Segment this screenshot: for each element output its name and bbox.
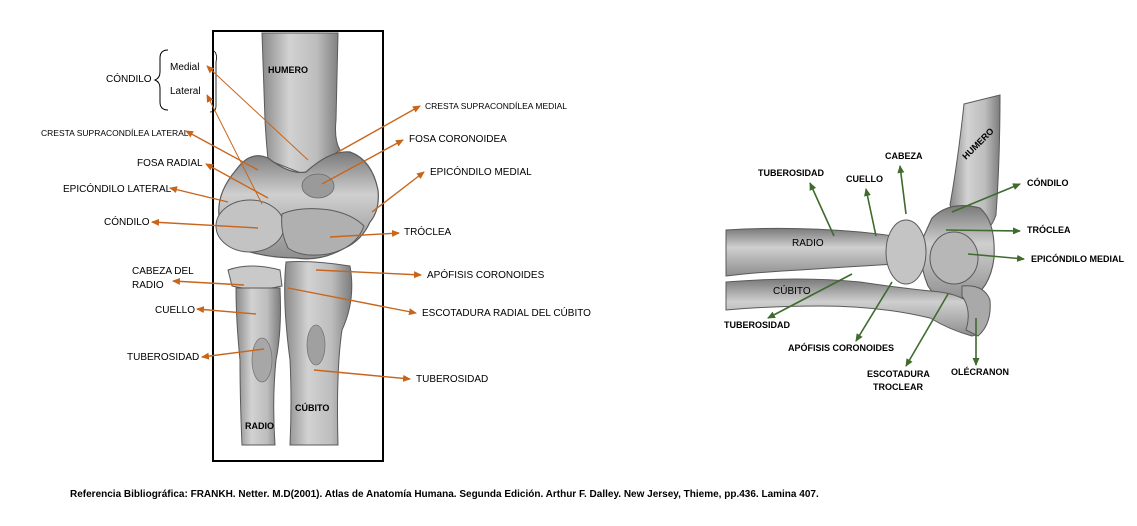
- label-epicondilo-medial-left: EPICÓNDILO MEDIAL: [430, 165, 532, 178]
- label-epicondilo-lateral: EPICÓNDILO LATERAL: [63, 182, 172, 195]
- label-tuberosidad-top-right: TUBEROSIDAD: [758, 168, 825, 178]
- label-tuberosidad-cubito: TUBEROSIDAD: [416, 374, 488, 385]
- arrow-escotadura-radial: [287, 287, 417, 316]
- label-cuello-right: CUELLO: [846, 174, 883, 184]
- arrow-epicondilo-medial-right: [967, 253, 1025, 262]
- arrow-troclea-left: [329, 229, 400, 238]
- arrow-apofisis-coronoides-left: [315, 269, 422, 279]
- label-condilo-group: CÓNDILO: [106, 72, 152, 85]
- label-condilo-left: CÓNDILO: [104, 215, 150, 228]
- arrow-cresta-supra-medial: [337, 105, 421, 153]
- arrow-apofisis-coronoides-right: [855, 281, 893, 342]
- label-epicondilo-medial-right: EPICÓNDILO MEDIAL: [1031, 253, 1125, 264]
- label-fosa-radial: FOSA RADIAL: [137, 158, 203, 169]
- label-cabeza-radio-2: RADIO: [132, 280, 164, 291]
- arrow-cuello-left: [196, 306, 257, 315]
- label-cabeza-radio-1: CABEZA DEL: [132, 266, 194, 277]
- label-apofisis-coronoides-right: APÓFISIS CORONOIDES: [788, 342, 894, 353]
- label-cubito-left: CÚBITO: [295, 402, 329, 413]
- arrow-troclea-right: [945, 227, 1021, 235]
- arrow-tuberosidad-radio: [201, 348, 265, 360]
- label-tuberosidad-radio: TUBEROSIDAD: [127, 352, 199, 363]
- label-radio-right: RADIO: [792, 238, 824, 249]
- condilo-brace: [153, 49, 169, 111]
- arrow-cresta-supra-lateral: [185, 130, 259, 171]
- arrow-escotadura-troclear: [905, 293, 949, 367]
- arrow-cabeza-radio: [172, 277, 245, 286]
- arrow-condilo-medial: [206, 65, 309, 161]
- label-apofisis-coronoides-left: APÓFISIS CORONOIDES: [427, 268, 545, 281]
- arrow-tuberosidad-cubito: [313, 369, 411, 382]
- label-tuberosidad-bottom-right: TUBEROSIDAD: [724, 320, 791, 330]
- label-cresta-supra-lateral: CRESTA SUPRACONDÍLEA LATERAL: [41, 128, 189, 138]
- arrow-epicondilo-medial-left: [371, 171, 425, 213]
- label-cabeza-right: CABEZA: [885, 151, 923, 161]
- label-troclea-right: TRÓCLEA: [1027, 224, 1071, 235]
- label-escotadura-radial: ESCOTADURA RADIAL DEL CÚBITO: [422, 306, 591, 319]
- bibliographic-reference: Referencia Bibliográfica: FRANKH. Netter…: [70, 489, 819, 500]
- condilo-brace-right: [209, 49, 217, 113]
- arrow-tuberosidad-top-right: [809, 182, 835, 237]
- label-cuello-left: CUELLO: [155, 305, 195, 316]
- label-fosa-coronoidea: FOSA CORONOIDEA: [409, 134, 507, 145]
- arrow-cuello-right: [864, 188, 877, 237]
- arrow-condilo-left: [151, 218, 259, 229]
- arrow-condilo-lateral: [206, 94, 263, 205]
- arrow-condilo-right: [951, 183, 1021, 213]
- label-troclea-left: TRÓCLEA: [404, 225, 452, 238]
- label-olecranon: OLÉCRANON: [951, 367, 1009, 377]
- label-cubito-right: CÚBITO: [773, 284, 811, 297]
- label-escotadura-troclear-1: ESCOTADURA: [867, 369, 930, 379]
- label-cresta-supra-medial: CRESTA SUPRACONDÍLEA MEDIAL: [425, 101, 567, 111]
- label-condilo-lateral: Lateral: [170, 86, 201, 97]
- right-elbow-bones: [725, 94, 1001, 337]
- label-radio-left: RADIO: [245, 421, 274, 431]
- label-humero-left: HUMERO: [268, 65, 308, 75]
- arrow-cabeza-right: [897, 165, 907, 215]
- arrow-fosa-coronoidea: [321, 139, 404, 185]
- arrow-fosa-radial: [205, 163, 269, 199]
- label-escotadura-troclear-2: TROCLEAR: [873, 382, 923, 392]
- left-elbow-bones: [215, 32, 379, 446]
- arrow-tuberosidad-bottom-right: [767, 273, 853, 319]
- label-condilo-medial: Medial: [170, 62, 199, 73]
- label-condilo-right: CÓNDILO: [1027, 177, 1069, 188]
- arrow-epicondilo-lateral: [169, 186, 229, 203]
